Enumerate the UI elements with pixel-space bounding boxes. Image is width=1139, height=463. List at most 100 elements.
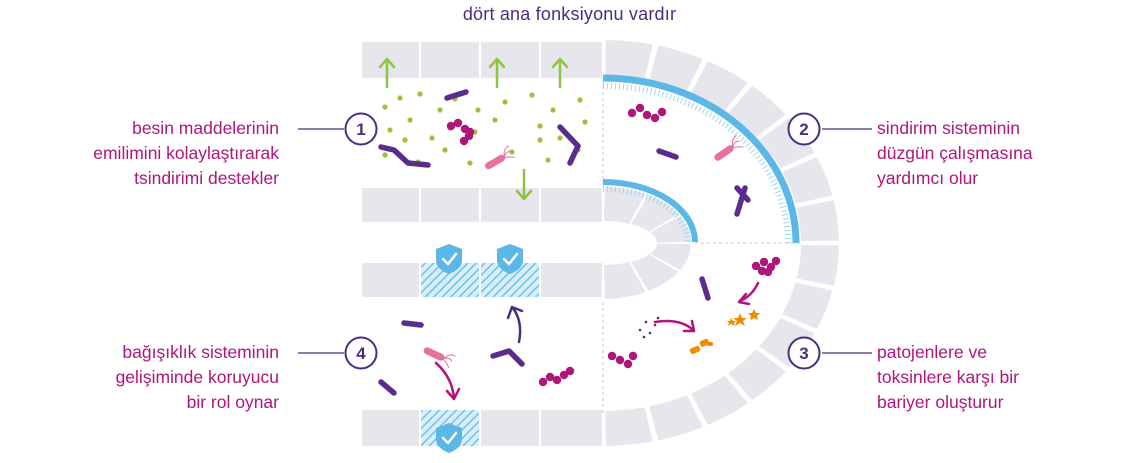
- nutrient-dot-icon: [417, 91, 423, 97]
- nutrient-dot-icon: [502, 99, 508, 105]
- epithelial-cell: [421, 188, 479, 222]
- bacteria-icon: [378, 379, 397, 396]
- nutrient-dot-icon: [382, 152, 388, 158]
- epithelial-cell: [605, 40, 653, 79]
- bacteria-icon: [423, 347, 456, 368]
- bacteria-icon: [446, 118, 475, 146]
- bacteria-icon: [444, 89, 469, 101]
- nutrient-dot-icon: [537, 137, 543, 143]
- epithelial-cell: [362, 263, 419, 297]
- bacteria-icon: [538, 366, 575, 387]
- epithelial-cell: [649, 45, 703, 91]
- epithelial-cell: [630, 254, 679, 291]
- nutrient-dot-icon: [550, 107, 556, 113]
- function-1-label: besin maddelerinin emilimini kolaylaştır…: [93, 118, 279, 188]
- arrow-up-icon: [488, 57, 506, 89]
- nutrient-dot-icon: [509, 149, 515, 155]
- toxin-star-icon: [727, 309, 760, 326]
- curved-arrow-icon: [506, 305, 524, 344]
- bacteria-icon: [699, 276, 711, 301]
- dashed-dividers: [602, 80, 800, 415]
- connector-lines: [298, 128, 872, 354]
- shield-check-icon: [497, 244, 523, 274]
- diagram-title: dört ana fonksiyonu vardır: [462, 4, 677, 24]
- shield-check-icon: [436, 423, 462, 453]
- number-text: 4: [356, 344, 366, 363]
- epithelial-cell: [782, 157, 833, 204]
- epithelial-cell: [759, 118, 815, 169]
- nutrient-dot-icon: [582, 119, 588, 125]
- shield-check-icon: [436, 244, 462, 274]
- epithelial-cell: [728, 349, 786, 401]
- epithelial-cell: [604, 187, 646, 224]
- nutrient-dot-icon: [475, 107, 481, 113]
- toxin-particles: [638, 316, 660, 339]
- bacteria-icon: [627, 103, 667, 123]
- epithelial-cell: [541, 42, 602, 78]
- nutrient-dot-icon: [537, 123, 543, 129]
- bacteria-icon: [734, 185, 751, 203]
- epithelial-cell: [481, 410, 539, 446]
- epithelial-cell: [796, 200, 839, 241]
- nutrient-dot-icon: [382, 104, 388, 110]
- nutrient-dot-icon: [577, 97, 583, 103]
- epithelial-cell: [650, 243, 691, 271]
- epithelial-cell: [728, 85, 786, 137]
- nutrient-dot-icon: [557, 135, 563, 141]
- epithelial-cell: [421, 42, 479, 78]
- epithelial-cell: [541, 410, 602, 446]
- arrow-down-icon: [515, 168, 533, 201]
- bacteria-icon: [401, 320, 424, 328]
- nutrient-dot-icon: [545, 157, 551, 163]
- function-4-label: bağışıklık sisteminin gelişiminde koruyu…: [115, 342, 279, 412]
- intestinal-wall: [362, 40, 839, 446]
- function-2-label: sindirim sisteminin düzgün çalışmasına y…: [877, 118, 1033, 188]
- epithelial-cell: [691, 61, 748, 111]
- function-1-number: 1: [344, 112, 378, 146]
- function-3-label: patojenlere ve toksinlere karşı bir bari…: [877, 342, 1019, 412]
- bacteria-icon: [557, 124, 581, 149]
- epithelial-cell: [630, 195, 679, 232]
- nutrient-dot-icon: [467, 160, 473, 166]
- bacteria-group: [378, 89, 781, 396]
- number-text: 1: [356, 120, 365, 139]
- epithelial-cell: [782, 282, 833, 329]
- arrow-up-icon: [378, 57, 396, 89]
- function-numbers: 1 2 3 4: [344, 112, 821, 370]
- toxins: [638, 309, 760, 355]
- absorption-arrows: [378, 57, 569, 201]
- mucus-layer: [602, 74, 800, 244]
- epithelial-cell: [541, 188, 602, 222]
- nutrient-dot-icon: [492, 117, 498, 123]
- bacteria-icon: [490, 348, 525, 367]
- epithelial-cell: [362, 188, 419, 222]
- number-text: 3: [799, 344, 808, 363]
- nutrient-dot-icon: [442, 147, 448, 153]
- number-text: 2: [799, 120, 808, 139]
- epithelial-cell: [362, 42, 419, 78]
- epithelial-cell: [481, 42, 539, 78]
- nutrient-dot-icon: [397, 95, 403, 101]
- epithelial-cell: [759, 317, 815, 368]
- nutrient-dot-icon: [529, 92, 535, 98]
- function-2-number: 2: [787, 112, 821, 146]
- bacteria-icon: [567, 143, 581, 166]
- epithelial-cell: [605, 407, 653, 446]
- bacteria-icon: [751, 256, 781, 277]
- magenta-arrows: [434, 281, 760, 401]
- epithelial-cell: [691, 375, 748, 425]
- nutrient-dot-icon: [402, 137, 408, 143]
- curved-arrow-icon: [653, 319, 696, 333]
- nutrient-dot-icon: [407, 117, 413, 123]
- epithelial-cell: [362, 410, 419, 446]
- epithelial-cell: [541, 263, 602, 297]
- epithelial-cell: [604, 262, 646, 299]
- curved-arrow-icon: [434, 361, 461, 401]
- function-4-number: 4: [344, 336, 378, 370]
- epithelial-cell: [649, 395, 703, 441]
- nutrient-dot-icon: [437, 107, 443, 113]
- nutrient-dot-icon: [429, 135, 435, 141]
- toxin-fragments: [689, 338, 713, 355]
- shields: [436, 244, 523, 453]
